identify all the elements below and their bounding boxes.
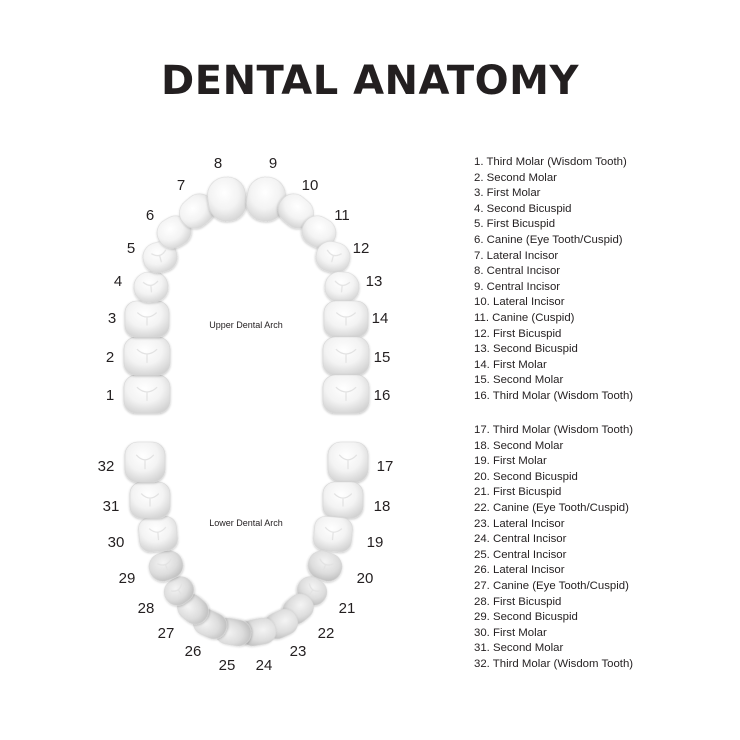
tooth-number-2: 2 <box>106 349 114 366</box>
tooth-number-14: 14 <box>372 310 389 327</box>
tooth-number-4: 4 <box>114 273 122 290</box>
tooth-number-9: 9 <box>269 155 277 172</box>
tooth-3 <box>124 300 170 338</box>
tooth-number-11: 11 <box>334 207 350 224</box>
legend-item: 31. Second Molar <box>474 642 564 655</box>
tooth-28 <box>163 576 195 606</box>
legend-item: 25. Central Incisor <box>474 548 567 561</box>
tooth-number-15: 15 <box>374 349 391 366</box>
tooth-12 <box>315 241 351 273</box>
upper-legend: 1. Third Molar (Wisdom Tooth) 2. Second M… <box>474 155 633 405</box>
tooth-4 <box>133 271 169 303</box>
tooth-19 <box>313 516 353 552</box>
tooth-20 <box>307 550 343 582</box>
tooth-number-20: 20 <box>357 570 374 587</box>
legend-item: 13. Second Bicuspid <box>474 343 578 356</box>
tooth-number-7: 7 <box>177 177 185 194</box>
tooth-number-8: 8 <box>214 155 222 172</box>
tooth-number-23: 23 <box>290 643 307 660</box>
tooth-31 <box>129 481 171 519</box>
tooth-2 <box>123 336 171 376</box>
legend-item: 22. Canine (Eye Tooth/Cuspid) <box>474 501 629 514</box>
tooth-30 <box>138 516 178 552</box>
legend-item: 24. Central Incisor <box>474 533 567 546</box>
legend-item: 5. First Bicuspid <box>474 218 556 231</box>
tooth-number-16: 16 <box>374 387 391 404</box>
tooth-number-18: 18 <box>374 498 391 515</box>
page-title: DENTAL ANATOMY <box>161 58 579 104</box>
tooth-16 <box>322 374 370 414</box>
tooth-13 <box>324 271 360 303</box>
legend-item: 23. Lateral Incisor <box>474 517 565 530</box>
legend-item: 20. Second Bicuspid <box>474 470 578 483</box>
tooth-1 <box>123 374 171 414</box>
tooth-number-3: 3 <box>108 310 116 327</box>
legend-item: 18. Second Molar <box>474 439 564 452</box>
tooth-number-5: 5 <box>127 240 135 257</box>
lower-legend: 17. Third Molar (Wisdom Tooth) 18. Second… <box>474 423 633 673</box>
legend-item: 14. First Molar <box>474 358 547 371</box>
tooth-number-12: 12 <box>353 240 370 257</box>
legend-item: 1. Third Molar (Wisdom Tooth) <box>474 156 627 168</box>
tooth-number-19: 19 <box>367 534 384 551</box>
tooth-5 <box>142 241 178 273</box>
lower-arch-label: Lower Dental Arch <box>209 518 283 528</box>
legend-item: 12. First Bicuspid <box>474 327 562 340</box>
tooth-8 <box>207 176 247 222</box>
tooth-11 <box>301 215 337 249</box>
legend-item: 9. Central Incisor <box>474 280 561 293</box>
tooth-number-32: 32 <box>98 458 115 475</box>
teeth-group <box>123 176 370 647</box>
legend-item: 16. Third Molar (Wisdom Tooth) <box>474 389 634 402</box>
legend-item: 27. Canine (Eye Tooth/Cuspid) <box>474 579 629 592</box>
tooth-number-24: 24 <box>256 657 273 674</box>
tooth-number-30: 30 <box>108 534 125 551</box>
legend-item: 8. Central Incisor <box>474 265 561 278</box>
tooth-number-1: 1 <box>106 387 114 404</box>
tooth-number-29: 29 <box>119 570 136 587</box>
tooth-15 <box>322 336 370 376</box>
tooth-29 <box>148 550 184 582</box>
legend-item: 21. First Bicuspid <box>474 486 562 499</box>
upper-arch-label: Upper Dental Arch <box>209 320 283 330</box>
legend-item: 2. Second Molar <box>474 171 557 184</box>
tooth-number-27: 27 <box>158 625 175 642</box>
legend-item: 10. Lateral Incisor <box>474 296 565 309</box>
legend-item: 15. Second Molar <box>474 374 564 387</box>
tooth-number-25: 25 <box>219 657 236 674</box>
tooth-number-26: 26 <box>185 643 202 660</box>
legend-item: 4. Second Bicuspid <box>474 202 572 215</box>
tooth-number-13: 13 <box>366 273 383 290</box>
legend-item: 7. Lateral Incisor <box>474 249 559 262</box>
tooth-number-31: 31 <box>103 498 120 515</box>
tooth-17 <box>327 441 369 483</box>
legend-item: 28. First Bicuspid <box>474 595 562 608</box>
tooth-18 <box>322 481 364 519</box>
legend-item: 3. First Molar <box>474 187 541 200</box>
tooth-number-22: 22 <box>318 625 335 642</box>
legend-item: 29. Second Bicuspid <box>474 611 578 624</box>
legend-item: 32. Third Molar (Wisdom Tooth) <box>474 657 634 670</box>
tooth-14 <box>323 300 369 338</box>
tooth-number-21: 21 <box>339 600 356 617</box>
tooth-number-17: 17 <box>377 458 394 475</box>
legend-item: 26. Lateral Incisor <box>474 564 565 577</box>
tooth-number-28: 28 <box>138 600 155 617</box>
tooth-32 <box>124 441 166 483</box>
tooth-number-6: 6 <box>146 207 154 224</box>
legend-item: 6. Canine (Eye Tooth/Cuspid) <box>474 233 623 246</box>
tooth-number-10: 10 <box>302 177 319 194</box>
legend-item: 19. First Molar <box>474 455 547 468</box>
legend-item: 17. Third Molar (Wisdom Tooth) <box>474 424 634 436</box>
legend-item: 11. Canine (Cuspid) <box>474 311 575 324</box>
legend-item: 30. First Molar <box>474 626 547 639</box>
